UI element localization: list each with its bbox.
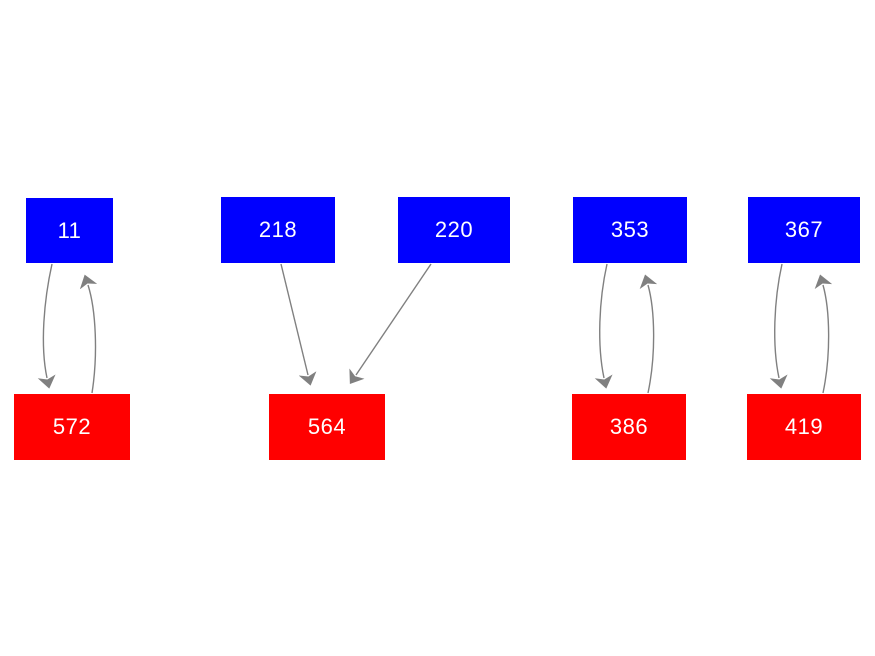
edge-n11-to-n572 bbox=[37, 263, 56, 389]
edge-n220-to-n564 bbox=[349, 263, 432, 385]
node-label: 386 bbox=[609, 414, 649, 439]
node-386[interactable]: 386 bbox=[572, 394, 686, 460]
node-label: 419 bbox=[784, 414, 824, 439]
node-label: 220 bbox=[434, 217, 474, 242]
node-564[interactable]: 564 bbox=[269, 394, 385, 460]
node-218[interactable]: 218 bbox=[221, 197, 335, 263]
node-220[interactable]: 220 bbox=[398, 197, 510, 263]
node-label: 572 bbox=[52, 414, 92, 439]
edge-n218-to-n564 bbox=[280, 263, 317, 386]
edge-n367-to-n419 bbox=[769, 263, 788, 389]
node-label: 353 bbox=[610, 217, 650, 242]
node-label: 11 bbox=[57, 217, 82, 243]
node-label: 367 bbox=[784, 217, 824, 242]
edge-n572-to-n11 bbox=[79, 274, 98, 394]
node-label: 218 bbox=[258, 217, 298, 242]
edge-n353-to-n386 bbox=[594, 263, 613, 389]
node-353[interactable]: 353 bbox=[573, 197, 687, 263]
edge-n419-to-n367 bbox=[814, 274, 833, 394]
node-11[interactable]: 11 bbox=[26, 198, 113, 263]
edge-n386-to-n353 bbox=[639, 274, 658, 394]
node-572[interactable]: 572 bbox=[14, 394, 130, 460]
node-367[interactable]: 367 bbox=[748, 197, 860, 263]
edges-group bbox=[37, 263, 833, 394]
node-label: 564 bbox=[307, 414, 347, 439]
node-419[interactable]: 419 bbox=[747, 394, 861, 460]
